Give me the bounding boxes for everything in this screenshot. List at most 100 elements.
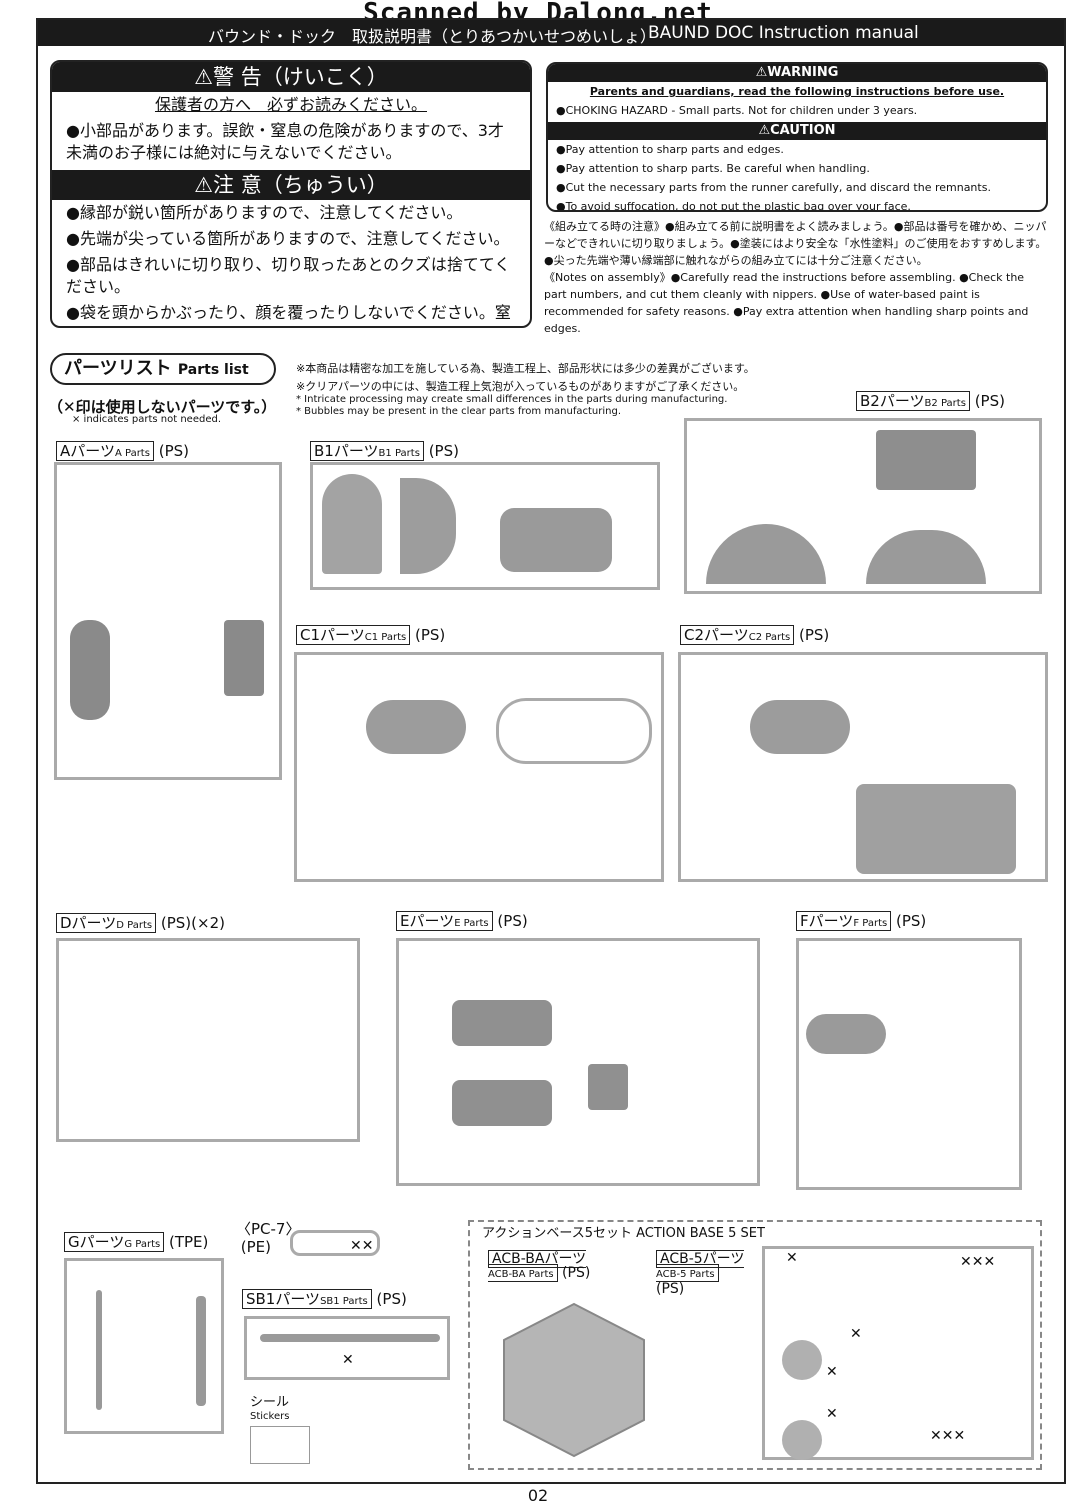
en-warning-sub: Parents and guardians, read the followin… bbox=[589, 85, 1005, 98]
runner-jp: Eパーツ bbox=[400, 912, 455, 930]
not-used-en: × indicates parts not needed. bbox=[72, 414, 222, 425]
runner-jp: Gパーツ bbox=[68, 1233, 125, 1251]
parts-list-title-jp: パーツリスト bbox=[64, 358, 172, 379]
runner-sb1-frame bbox=[244, 1316, 450, 1380]
runner-material: (PS) bbox=[974, 392, 1005, 410]
parts-list-title-en: Parts list bbox=[177, 362, 249, 378]
not-used-jp: （✕印は使用しないパーツです。） bbox=[48, 398, 277, 416]
runner-en: B2 Parts bbox=[924, 398, 966, 409]
runner-label-pc7: 〈PC-7〉 (PE) bbox=[236, 1220, 300, 1256]
runner-material: (PS)(×2) bbox=[160, 914, 225, 932]
runner-en: A Parts bbox=[114, 448, 150, 459]
parts-note: ※クリアパーツの中には、製造工程上気泡が入っているものがありますがご了承ください… bbox=[296, 380, 745, 393]
runner-pc7-frame bbox=[290, 1230, 380, 1256]
runner-en: F Parts bbox=[853, 918, 888, 929]
runner-en: B1 Parts bbox=[378, 448, 420, 459]
en-warning-item: ●CHOKING HAZARD - Small parts. Not for c… bbox=[556, 104, 918, 117]
runner-label-e: EパーツE Parts (PS) bbox=[396, 910, 528, 931]
runner-jp: B2パーツ bbox=[860, 392, 925, 410]
part-shape bbox=[782, 1340, 822, 1380]
part-shape bbox=[196, 1296, 206, 1406]
en-warning-box: ⚠WARNING Parents and guardians, read the… bbox=[546, 62, 1048, 212]
part-shape bbox=[782, 1420, 822, 1460]
runner-material: (PS) bbox=[656, 1281, 685, 1297]
part-shape bbox=[500, 508, 612, 572]
runner-jp: C2パーツ bbox=[684, 626, 749, 644]
runner-material: (PS) bbox=[414, 626, 446, 644]
not-needed-mark: ✕ bbox=[342, 1352, 354, 1368]
assembly-notes-en: 《Notes on assembly》●Carefully read the i… bbox=[544, 271, 1029, 335]
header-title-jp: バウンド・ドック 取扱説明書（とりあつかいせつめいしょ） bbox=[208, 27, 657, 46]
en-caution-title: ⚠CAUTION bbox=[548, 122, 1046, 140]
runner-jp: ACB-5パーツ bbox=[660, 1251, 745, 1267]
runner-jp: ACB-BAパーツ bbox=[492, 1251, 587, 1267]
action-base-title: アクションベース5セット ACTION BASE 5 SET bbox=[478, 1222, 769, 1241]
acb-ba-hex-base bbox=[503, 1302, 645, 1458]
runner-label-g: GパーツG Parts (TPE) bbox=[64, 1231, 208, 1252]
runner-material: (PS) bbox=[562, 1265, 591, 1281]
not-needed-mark: ✕ bbox=[826, 1364, 838, 1380]
runner-e-frame bbox=[396, 938, 760, 1186]
en-warning-title: ⚠WARNING bbox=[548, 64, 1046, 82]
not-needed-mark: ✕✕✕ bbox=[930, 1428, 966, 1444]
runner-en: C1 Parts bbox=[364, 632, 407, 643]
page-number: 02 bbox=[527, 1486, 549, 1505]
jp-caution-item: ●先端が尖っている箇所がありますので、注意してください。 bbox=[66, 229, 510, 248]
runner-material: (PS) bbox=[896, 912, 927, 930]
jp-warning-box: ⚠警 告（けいこく） 保護者の方へ 必ずお読みください。 ●小部品があります。誤… bbox=[50, 60, 532, 328]
runner-en: ACB-5 Parts bbox=[656, 1269, 715, 1280]
runner-label-sb1: SB1パーツSB1 Parts (PS) bbox=[242, 1288, 407, 1309]
runner-en: ACB-BA Parts bbox=[488, 1269, 554, 1280]
part-shape bbox=[322, 474, 382, 574]
en-caution-item: ●Pay attention to sharp parts. Be carefu… bbox=[556, 162, 870, 175]
runner-jp: Aパーツ bbox=[60, 442, 115, 460]
part-shape bbox=[588, 1064, 628, 1110]
header-bar: バウンド・ドック 取扱説明書（とりあつかいせつめいしょ） BAUND DOC I… bbox=[38, 20, 1064, 46]
not-needed-mark: ✕✕ bbox=[350, 1238, 374, 1254]
parts-note: ※本商品は精密な加工を施している為、製造工程上、部品形状には多少の差異がございま… bbox=[296, 362, 755, 375]
runner-en: SB1 Parts bbox=[320, 1296, 368, 1307]
en-caution-item: ●Pay attention to sharp parts and edges. bbox=[556, 143, 784, 156]
runner-material: (TPE) bbox=[169, 1233, 209, 1251]
runner-material: (PS) bbox=[428, 442, 459, 460]
runner-en: E Parts bbox=[454, 918, 489, 929]
runner-jp: Fパーツ bbox=[800, 912, 854, 930]
runner-label-c1: C1パーツC1 Parts (PS) bbox=[296, 624, 445, 645]
page-frame bbox=[36, 18, 1066, 1484]
part-shape bbox=[224, 620, 264, 696]
runner-jp: Dパーツ bbox=[60, 914, 117, 932]
sticker-sheet bbox=[250, 1426, 310, 1464]
runner-material: (PS) bbox=[798, 626, 830, 644]
runner-label-acb-ba: ACB-BAパーツ ACB-BA Parts (PS) bbox=[488, 1250, 591, 1282]
not-needed-mark: ✕ bbox=[786, 1250, 798, 1266]
part-shape bbox=[70, 620, 110, 720]
jp-caution-item: ●袋を頭からかぶったり、顔を覆ったりしないでください。窒息する恐れがあります。 bbox=[66, 303, 511, 326]
assembly-notes: 《組み立てる時の注意》●組み立てる前に説明書をよく読みましょう。●部品は番号を確… bbox=[544, 218, 1049, 337]
parts-note: * Bubbles may be present in the clear pa… bbox=[296, 406, 622, 417]
parts-note: * Intricate processing may create small … bbox=[296, 394, 728, 405]
part-shape bbox=[260, 1334, 440, 1342]
runner-label-a: AパーツA Parts (PS) bbox=[56, 440, 189, 461]
runner-en: D Parts bbox=[116, 920, 153, 931]
runner-label-b2: B2パーツB2 Parts (PS) bbox=[856, 390, 1005, 411]
not-needed-mark: ✕ bbox=[826, 1406, 838, 1422]
jp-caution-title: ⚠注 意（ちゅうい） bbox=[52, 170, 530, 200]
en-caution-item: ●To avoid suffocation, do not put the pl… bbox=[556, 200, 911, 212]
runner-jp: C1パーツ bbox=[300, 626, 365, 644]
runner-label-f: FパーツF Parts (PS) bbox=[796, 910, 926, 931]
part-shape bbox=[452, 1000, 552, 1046]
header-title-en: BAUND DOC Instruction manual bbox=[648, 23, 919, 43]
runner-label-acb-5: ACB-5パーツ ACB-5 Parts(PS) bbox=[656, 1250, 745, 1297]
part-shape bbox=[806, 1014, 886, 1054]
runner-material: (PE) bbox=[240, 1238, 272, 1256]
parts-list-title: パーツリスト Parts list bbox=[50, 353, 276, 385]
not-needed-mark: ✕ bbox=[850, 1326, 862, 1342]
not-needed-mark: ✕✕✕ bbox=[960, 1254, 996, 1270]
jp-caution-item: ●部品はきれいに切り取り、切り取ったあとのクズは捨ててください。 bbox=[66, 255, 511, 296]
part-shape bbox=[96, 1290, 102, 1410]
runner-d-frame bbox=[56, 938, 360, 1142]
assembly-notes-jp: 《組み立てる時の注意》●組み立てる前に説明書をよく読みましょう。●部品は番号を確… bbox=[544, 220, 1047, 267]
runner-en: C2 Parts bbox=[748, 632, 791, 643]
runner-f-frame bbox=[796, 938, 1022, 1190]
